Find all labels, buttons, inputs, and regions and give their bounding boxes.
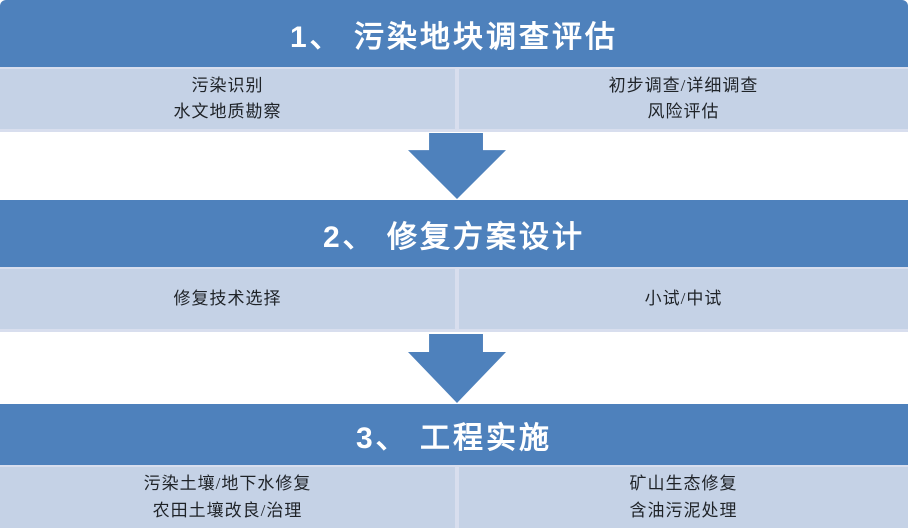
detail-item: 水文地质勘察 bbox=[173, 102, 282, 122]
detail-item: 风险评估 bbox=[647, 102, 720, 122]
step-1-header-label: 1、 污染地块调查评估 bbox=[289, 20, 619, 54]
step-1-header: 1、 污染地块调查评估 bbox=[0, 0, 908, 67]
step-3-header-label: 3、 工程实施 bbox=[355, 421, 553, 455]
detail-item: 初步调查/详细调查 bbox=[608, 75, 759, 95]
step-3-details: 污染土壤/地下水修复 农田土壤改良/治理 矿山生态修复 含油污泥处理 bbox=[0, 465, 908, 528]
step-2-header: 2、 修复方案设计 bbox=[0, 200, 908, 267]
detail-item: 污染识别 bbox=[191, 75, 264, 95]
step-2-right-cell: 小试/中试 bbox=[459, 269, 908, 329]
detail-item: 污染土壤/地下水修复 bbox=[143, 474, 312, 493]
detail-item: 含油污泥处理 bbox=[629, 501, 738, 520]
detail-item: 小试/中试 bbox=[644, 289, 723, 308]
detail-item: 修复技术选择 bbox=[173, 289, 282, 308]
step-2-details: 修复技术选择 小试/中试 bbox=[0, 267, 908, 332]
detail-item: 农田土壤改良/治理 bbox=[152, 501, 303, 520]
step-3-left-cell: 污染土壤/地下水修复 农田土壤改良/治理 bbox=[0, 467, 455, 528]
down-arrow-icon bbox=[408, 133, 506, 199]
down-arrow-icon bbox=[408, 334, 506, 403]
step-1-left-cell: 污染识别 水文地质勘察 bbox=[0, 69, 455, 129]
step-1-details: 污染识别 水文地质勘察 初步调查/详细调查 风险评估 bbox=[0, 67, 908, 132]
step-2-header-label: 2、 修复方案设计 bbox=[322, 220, 586, 254]
step-2-left-cell: 修复技术选择 bbox=[0, 269, 455, 329]
detail-item: 矿山生态修复 bbox=[629, 474, 738, 493]
step-3-right-cell: 矿山生态修复 含油污泥处理 bbox=[459, 467, 908, 528]
step-1-right-cell: 初步调查/详细调查 风险评估 bbox=[459, 69, 908, 129]
step-3-header: 3、 工程实施 bbox=[0, 404, 908, 465]
